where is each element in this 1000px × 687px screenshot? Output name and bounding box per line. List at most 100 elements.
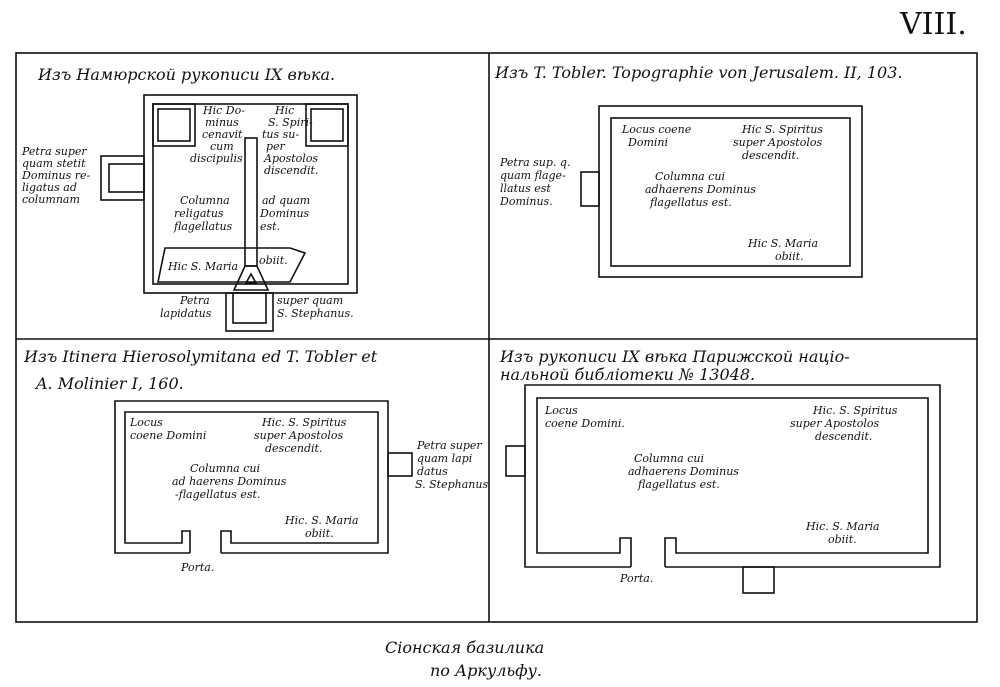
label: S. Stephanus: [415, 478, 488, 491]
panel-title-line-1: Изъ рукописи IX вѣка Парижской націо-: [499, 347, 850, 366]
wall-inner: [610, 117, 851, 267]
label: quam lapi: [417, 452, 472, 465]
label: discipulis: [190, 152, 243, 165]
label: Porta.: [619, 572, 653, 585]
label: Hic. S. Spiritus: [812, 404, 898, 417]
label: adhaerens Dominus: [628, 465, 739, 478]
label: Dominus re-: [21, 169, 90, 182]
bottom-annex-inner: [232, 292, 267, 324]
label: Hic. S. Spiritus: [261, 416, 347, 429]
label: religatus: [174, 207, 224, 220]
left-annex: [505, 445, 526, 477]
label: Porta.: [180, 561, 214, 574]
church-walls: [524, 384, 941, 568]
maria-chapel: [157, 247, 307, 283]
label: Apostolos: [263, 152, 318, 165]
label: S. Spiri-: [268, 116, 313, 129]
label: flagellatus est.: [637, 478, 720, 491]
bottom-annex: [742, 566, 775, 594]
label: Columna cui: [634, 452, 704, 465]
panel-title-line-1: Изъ Itinera Hierosolymitana ed T. Tobler…: [23, 347, 378, 366]
column-base: [232, 265, 270, 291]
label: Hic S. Maria: [167, 260, 238, 273]
label: -flagellatus est.: [175, 488, 260, 501]
church-walls: [114, 400, 389, 554]
wall-inner: [152, 103, 349, 285]
label: Columna: [180, 194, 230, 207]
panel-title: Изъ T. Tobler. Topographie von Jerusalem…: [494, 63, 902, 82]
caption-line-1: Сіонская базилика: [385, 638, 544, 657]
label: obiit.: [259, 254, 288, 267]
left-annex-inner: [108, 163, 145, 193]
right-annex: [387, 452, 413, 477]
left-annex: [100, 155, 145, 201]
label: super Apostolos: [790, 417, 879, 430]
panel-namur: Изъ Намюрской рукописи IX вѣка. Hic Do- …: [21, 65, 358, 332]
label: flagellatus: [173, 220, 233, 233]
corner-room-left: [152, 103, 196, 147]
label: descendit.: [265, 442, 322, 455]
label: Petra sup. q.: [499, 156, 570, 169]
label: datus: [417, 465, 448, 478]
label: obiit.: [828, 533, 857, 546]
label: Domini: [627, 136, 668, 149]
panel-itinera: Изъ Itinera Hierosolymitana ed T. Tobler…: [23, 347, 488, 574]
panel-paris: Изъ рукописи IX вѣка Парижской націо- на…: [499, 347, 941, 594]
caption-line-2: по Аркульфу.: [430, 661, 542, 680]
label: discendit.: [264, 164, 318, 177]
label: Petra: [179, 294, 210, 307]
plate-frame: [15, 52, 978, 623]
label: ligatus ad: [22, 181, 77, 194]
label: coene Domini.: [545, 417, 625, 430]
label: per: [266, 140, 286, 153]
label: Columna cui: [190, 462, 260, 475]
plate-number: VIII.: [899, 7, 967, 42]
label: adhaerens Dominus: [645, 183, 756, 196]
label: est.: [260, 220, 280, 233]
panel-title: Изъ Намюрской рукописи IX вѣка.: [37, 65, 335, 84]
label: Petra super: [21, 145, 87, 158]
label: Hic S. Maria: [747, 237, 818, 250]
label: ad quam: [262, 194, 310, 207]
label: quam stetit: [22, 157, 86, 170]
label: lapidatus: [160, 307, 212, 320]
label: Hic S. Spiritus: [741, 123, 823, 136]
corner-room-right-inner: [310, 108, 344, 142]
corner-room-right: [305, 103, 349, 147]
label: Locus: [129, 416, 163, 429]
label: Hic. S. Maria: [284, 514, 359, 527]
label: quam flage-: [500, 169, 566, 182]
label: flagellatus est.: [649, 196, 732, 209]
label: obiit.: [775, 250, 804, 263]
label: tus su-: [262, 128, 299, 141]
label: super quam: [277, 294, 343, 307]
panel-tobler: Изъ T. Tobler. Topographie von Jerusalem…: [494, 63, 902, 278]
label: Dominus.: [499, 195, 553, 208]
label: minus: [205, 116, 239, 129]
label: cum: [210, 140, 234, 153]
label: Dominus: [259, 207, 310, 220]
label: descendit.: [742, 149, 799, 162]
column-base-triangle: [244, 272, 258, 284]
label: Locus: [544, 404, 578, 417]
label: Hic. S. Maria: [805, 520, 880, 533]
label: cenavit: [202, 128, 243, 141]
label: llatus est: [500, 182, 551, 195]
left-annex: [580, 171, 600, 207]
label: super Apostolos: [254, 429, 343, 442]
label: Hic Do-: [202, 104, 245, 117]
label: ad haerens Dominus: [172, 475, 287, 488]
corner-room-left-inner: [157, 108, 191, 142]
label: Columna cui: [655, 170, 725, 183]
label: S. Stephanus.: [277, 307, 354, 320]
label: columnam: [22, 193, 80, 206]
label: coene Domini: [130, 429, 206, 442]
panel-title-line-2: нальной библіотеки № 13048.: [500, 365, 755, 384]
label: obiit.: [305, 527, 334, 540]
label: super Apostolos: [733, 136, 822, 149]
column: [244, 137, 258, 267]
label: Petra super: [416, 439, 482, 452]
label: Hic: [274, 104, 294, 117]
label: descendit.: [815, 430, 872, 443]
